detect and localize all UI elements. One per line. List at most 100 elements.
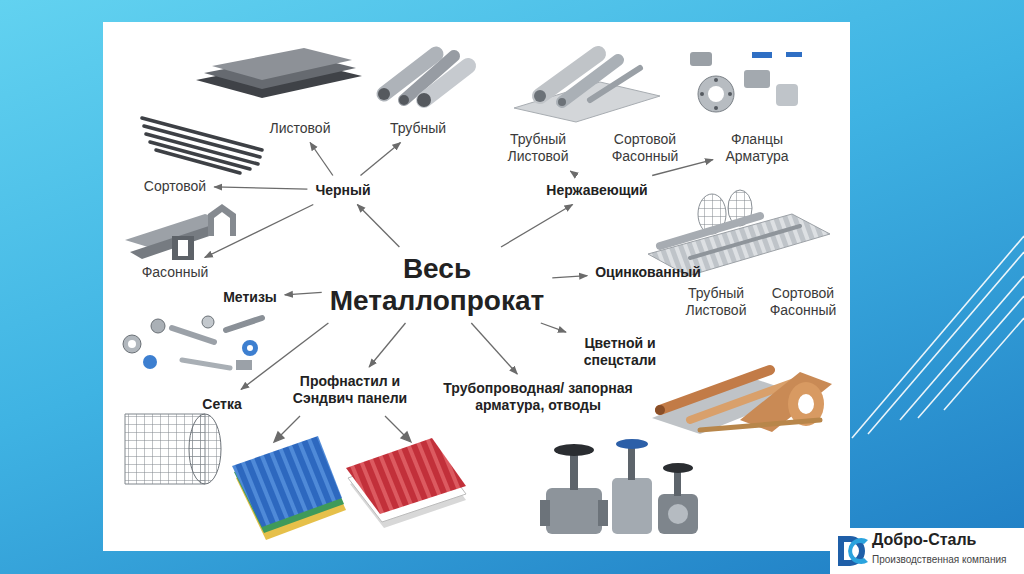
- nonferrous-metals: [660, 370, 770, 410]
- sub-category: Трубный Листовой: [500, 129, 576, 167]
- decor-lines: [852, 236, 1024, 438]
- node-text: Трубный Листовой: [504, 131, 572, 165]
- steel-profiles: [214, 212, 230, 236]
- flanges-fittings: [744, 70, 770, 88]
- pipeline-valves: [554, 444, 594, 456]
- wire-mesh-roll: [189, 414, 221, 484]
- steel-pipes: [417, 93, 431, 107]
- arrow-connector: [501, 205, 573, 248]
- category-label: Черный: [311, 180, 374, 201]
- profnastil-arrows: [274, 432, 284, 442]
- fasteners: [123, 316, 262, 370]
- fasteners: [143, 355, 157, 369]
- pipeline-valves: [658, 494, 698, 534]
- category-label: Метизы: [219, 287, 281, 308]
- arrow-connector: [361, 143, 401, 176]
- decor-lines: [944, 318, 1024, 410]
- stainless-products: [534, 90, 546, 102]
- company-logo-icon: [848, 538, 868, 564]
- stainless-products: [590, 68, 640, 100]
- node-text: Сортовой Фасонный: [609, 131, 681, 165]
- node-text: Трубный Листовой: [682, 285, 750, 319]
- wire-mesh-roll: [125, 414, 221, 484]
- sub-category: Листовой: [266, 118, 335, 139]
- nonferrous-metals: [655, 405, 665, 415]
- steel-rods: [156, 150, 240, 173]
- category-label: Цветной и спецстали: [570, 333, 670, 371]
- node-text: Сортовой Фасонный: [767, 285, 839, 319]
- pipeline-valves: [570, 452, 578, 490]
- sub-category: Фланцы Арматура: [717, 129, 797, 167]
- pipeline-valves: [612, 478, 652, 534]
- steel-profiles: [178, 240, 188, 256]
- steel-rods: [150, 142, 250, 169]
- sub-category: Трубный: [386, 118, 450, 139]
- stainless-products: [562, 60, 618, 102]
- node-text: Трубный: [390, 120, 446, 137]
- pipeline-valves: [663, 463, 693, 473]
- node-text: Фасонный: [142, 264, 209, 281]
- flanges-fittings: [786, 52, 802, 57]
- pipeline-valves: [540, 500, 550, 526]
- fasteners: [172, 328, 214, 342]
- sub-category: Сортовой Фасонный: [605, 129, 685, 167]
- steel-rods: [142, 118, 262, 173]
- steel-pipes: [399, 95, 409, 105]
- pipeline-valves: [668, 504, 688, 524]
- sub-category: Фасонный: [138, 262, 213, 283]
- node-text: Весь Металлопрокат: [330, 253, 545, 317]
- nonferrous-metals: [652, 370, 832, 434]
- fasteners: [151, 319, 165, 333]
- profnastil-arrows: [401, 432, 411, 442]
- flanges-fittings: [728, 92, 732, 96]
- sub-category: Сортовой: [140, 176, 210, 197]
- pipeline-valves: [674, 470, 681, 496]
- node-text: Трубопроводная/ запорная арматура, отвод…: [428, 380, 648, 414]
- node-text: Сортовой: [144, 178, 206, 195]
- arrow-connector: [214, 187, 307, 189]
- decor-lines: [852, 236, 1024, 438]
- pipeline-valves: [616, 439, 648, 449]
- sandwich-panels: [346, 438, 466, 514]
- flanges-fittings: [776, 84, 798, 106]
- corrugated-sheets: [232, 436, 346, 540]
- node-text: Цветной и спецстали: [574, 335, 666, 369]
- pipeline-valves: [628, 446, 635, 480]
- node-text: Метизы: [223, 289, 277, 306]
- flanges-fittings: [714, 78, 718, 82]
- nonferrous-metals: [798, 394, 814, 414]
- arrow-connector: [570, 171, 576, 176]
- node-text: Фланцы Арматура: [721, 131, 793, 165]
- decor-lines: [900, 276, 1024, 420]
- node-text: Нержавеющий: [546, 182, 647, 199]
- decor-lines: [868, 252, 1024, 434]
- arrow-connector: [205, 205, 314, 258]
- steel-pipes: [378, 54, 468, 107]
- flanges-fittings: [698, 76, 734, 112]
- sub-category: Сортовой Фасонный: [763, 283, 843, 321]
- arrow-connector: [357, 205, 399, 248]
- steel-sheets: [196, 48, 362, 98]
- corrugated-sheets: [232, 436, 342, 527]
- node-text: Профнастил и Сэндвич панели: [288, 373, 412, 407]
- fasteners: [123, 335, 141, 353]
- node-text: Листовой: [270, 120, 331, 137]
- company-tagline: Производственная компания: [872, 554, 1006, 565]
- galvanized-products: [690, 226, 800, 258]
- fasteners: [236, 360, 252, 370]
- stainless-products: [558, 98, 566, 106]
- galvanized-products: [648, 190, 830, 276]
- sub-category: Трубный Листовой: [678, 283, 754, 321]
- category-label: Оцинкованный: [591, 262, 705, 283]
- flanges-fittings: [690, 52, 802, 112]
- steel-sheets: [212, 48, 352, 80]
- decor-lines: [918, 296, 1024, 418]
- arrow-connector: [541, 323, 566, 332]
- arrow-connector: [369, 323, 405, 367]
- central-topic: Весь Металлопрокат: [326, 251, 549, 319]
- company-logo-icon: [838, 536, 868, 566]
- node-text: Оцинкованный: [595, 264, 701, 281]
- arrow-connector: [310, 143, 333, 176]
- arrow-connector: [471, 323, 517, 374]
